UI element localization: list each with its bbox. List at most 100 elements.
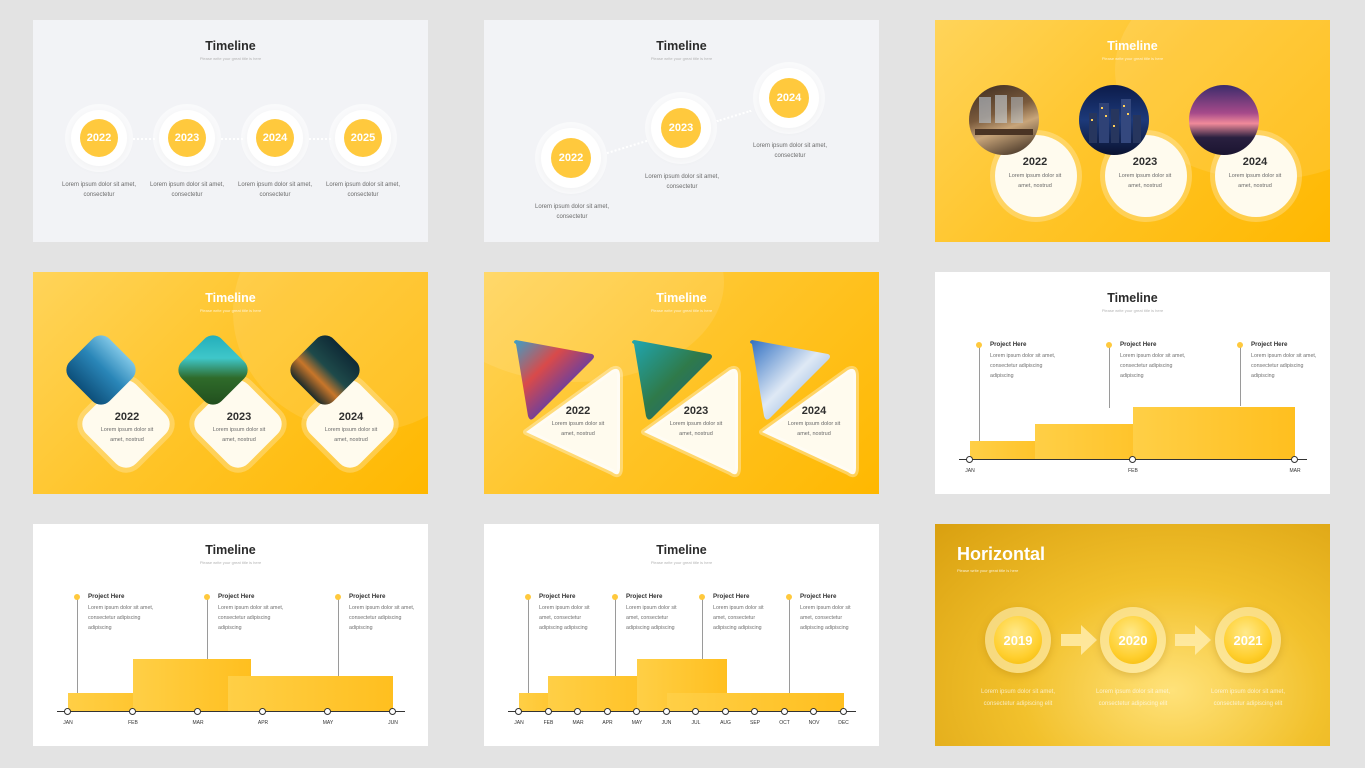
axis-marker — [692, 707, 699, 715]
axis-marker — [389, 707, 396, 715]
month-label: FEB — [1128, 468, 1138, 474]
year-label: 2024 — [1242, 156, 1268, 168]
year-caption: Lorem ipsum dolor sit amet, consectetur — [644, 174, 720, 190]
year-circle: 2022 — [80, 119, 118, 157]
pin-dot — [1106, 342, 1112, 348]
restaurant-photo — [969, 85, 1039, 155]
pin-dot — [786, 594, 792, 600]
month-label: DEC — [838, 720, 849, 726]
month-label: FEB — [128, 720, 138, 726]
month-label: APR — [257, 720, 269, 726]
pin-dot — [976, 342, 982, 348]
leader-line — [1109, 346, 1110, 408]
year-caption: Lorem ipsum dolor sit amet, nostrud — [1008, 173, 1062, 189]
year-label: 2022 — [565, 405, 591, 417]
slide-subtitle: Please write your great title is here — [650, 56, 713, 61]
slide-thumbnail-9[interactable]: Horizontal Please write your great title… — [935, 524, 1330, 746]
year-caption: Lorem ipsum dolor sit amet, consectetur — [61, 182, 137, 198]
year-caption: Lorem ipsum dolor sit amet, nostrud — [1228, 173, 1282, 189]
month-label: JAN — [63, 720, 73, 726]
year-caption: Lorem ipsum dolor sit amet, nostrud — [551, 421, 605, 437]
slide-thumbnail-7[interactable]: Timeline Please write your great title i… — [33, 524, 428, 746]
axis-marker — [1129, 455, 1136, 463]
connector-dots — [716, 109, 752, 123]
project-text: Lorem ipsum dolor sit amet, consectetur … — [990, 353, 1056, 379]
project-text: Lorem ipsum dolor sit amet, consectetur … — [218, 605, 284, 631]
axis-marker — [574, 707, 581, 715]
year-circle: 2025 — [344, 119, 382, 157]
project-text: Lorem ipsum dolor sit amet, consectetur … — [1120, 353, 1186, 379]
slide-thumbnail-4[interactable]: Timeline Please write your great title i… — [33, 272, 428, 494]
slide-title: Timeline — [205, 543, 256, 557]
year-caption: Lorem ipsum dolor sit amet, nostrud — [1118, 173, 1172, 189]
axis-marker — [751, 707, 758, 715]
sunset-coast-photo — [1189, 85, 1259, 155]
year-caption: Lorem ipsum dolor sit amet, nostrud — [669, 421, 723, 437]
connector-dots — [221, 138, 243, 140]
axis-marker — [515, 707, 522, 715]
year-caption: Lorem ipsum dolor sit amet, nostrud — [787, 421, 841, 437]
year-circle: 2019 — [994, 616, 1042, 664]
axis-marker — [603, 707, 611, 715]
arrow-right-icon — [1061, 625, 1097, 655]
slide-subtitle: Please write your great title is here — [199, 560, 262, 565]
month-label: MAY — [322, 720, 334, 726]
slide-title: Timeline — [656, 543, 707, 557]
project-text: Lorem ipsum dolor sit amet, consectetur … — [713, 605, 764, 631]
axis-marker — [633, 707, 640, 715]
leader-line — [979, 346, 980, 442]
project-heading: Project Here — [626, 593, 663, 600]
project-heading: Project Here — [713, 593, 750, 600]
mosaic-wall-photo — [514, 340, 594, 420]
project-heading: Project Here — [349, 593, 386, 600]
leader-line — [615, 598, 616, 678]
slide-subtitle: Please write your great title is here — [650, 308, 713, 313]
year-caption: Lorem ipsum dolor sit amet, consectetur — [752, 143, 828, 159]
slide-title: Timeline — [205, 291, 256, 305]
year-caption: Lorem ipsum dolor sit amet, consectetur — [149, 182, 225, 198]
slide-thumbnail-1[interactable]: Timeline Please write your great title i… — [33, 20, 428, 242]
connector-dots — [309, 138, 331, 140]
leader-line — [528, 598, 529, 694]
month-label: MAY — [631, 720, 643, 726]
month-label: FEB — [543, 720, 554, 726]
year-label: 2023 — [683, 405, 709, 417]
month-label: JAN — [965, 468, 975, 474]
year-circle: 2023 — [661, 108, 701, 148]
year-label: 2023 — [1132, 156, 1158, 168]
year-caption: Lorem ipsum dolor sit amet, consectetur — [237, 182, 313, 198]
leader-line — [1240, 346, 1241, 406]
coastline-photo — [632, 340, 712, 420]
project-text: Lorem ipsum dolor sit amet, consectetur … — [626, 605, 677, 631]
year-label: 2024 — [338, 411, 364, 423]
slide-title: Timeline — [1107, 39, 1158, 53]
slide-thumbnail-8[interactable]: Timeline Please write your great title i… — [484, 524, 879, 746]
gantt-bar — [228, 676, 393, 711]
month-label: MAR — [572, 720, 584, 726]
month-label: SEP — [749, 720, 760, 726]
slide-subtitle: Please write your great title is here — [957, 568, 1019, 573]
slide-thumbnail-2[interactable]: Timeline Please write your great title i… — [484, 20, 879, 242]
month-label: APR — [602, 720, 613, 726]
pin-dot — [204, 594, 210, 600]
project-text: Lorem ipsum dolor sit amet, consectetur … — [800, 605, 851, 631]
axis-marker — [810, 707, 817, 715]
axis-marker — [64, 707, 71, 715]
axis-marker — [780, 707, 788, 715]
year-caption: Lorem ipsum dolor sit amet, consectetur … — [1210, 689, 1286, 707]
year-circle: 2023 — [168, 119, 206, 157]
month-label: JUN — [661, 720, 672, 726]
slide-thumbnail-6[interactable]: Timeline Please write your great title i… — [935, 272, 1330, 494]
slide-thumbnail-5[interactable]: Timeline Please write your great title i… — [484, 272, 879, 494]
slide-thumbnail-3[interactable]: Timeline Please write your great title i… — [935, 20, 1330, 242]
month-label: JAN — [514, 720, 524, 726]
project-heading: Project Here — [88, 593, 125, 600]
leader-line — [207, 598, 208, 660]
slide-subtitle: Please write your great title is here — [1101, 56, 1164, 61]
year-label: 2022 — [1022, 156, 1048, 168]
axis-marker — [1291, 455, 1298, 463]
caption-triangles — [523, 365, 859, 478]
pin-dot — [74, 594, 80, 600]
year-circle: 2020 — [1109, 616, 1157, 664]
month-label: JUL — [691, 720, 701, 726]
